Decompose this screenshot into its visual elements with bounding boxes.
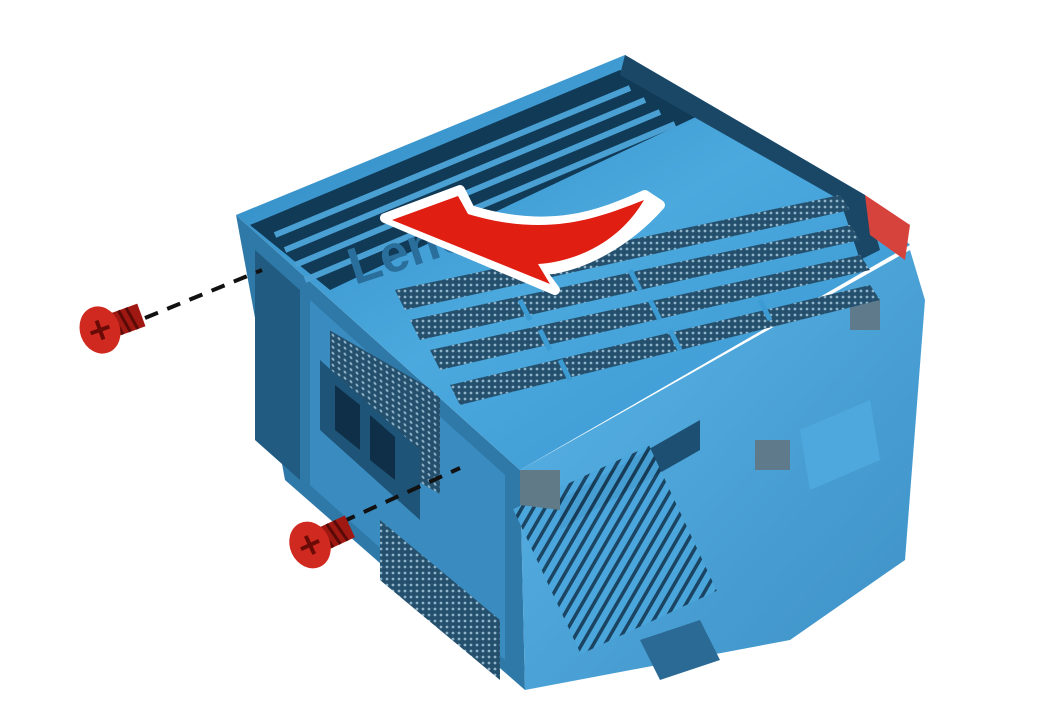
screw-icon	[73, 292, 150, 359]
